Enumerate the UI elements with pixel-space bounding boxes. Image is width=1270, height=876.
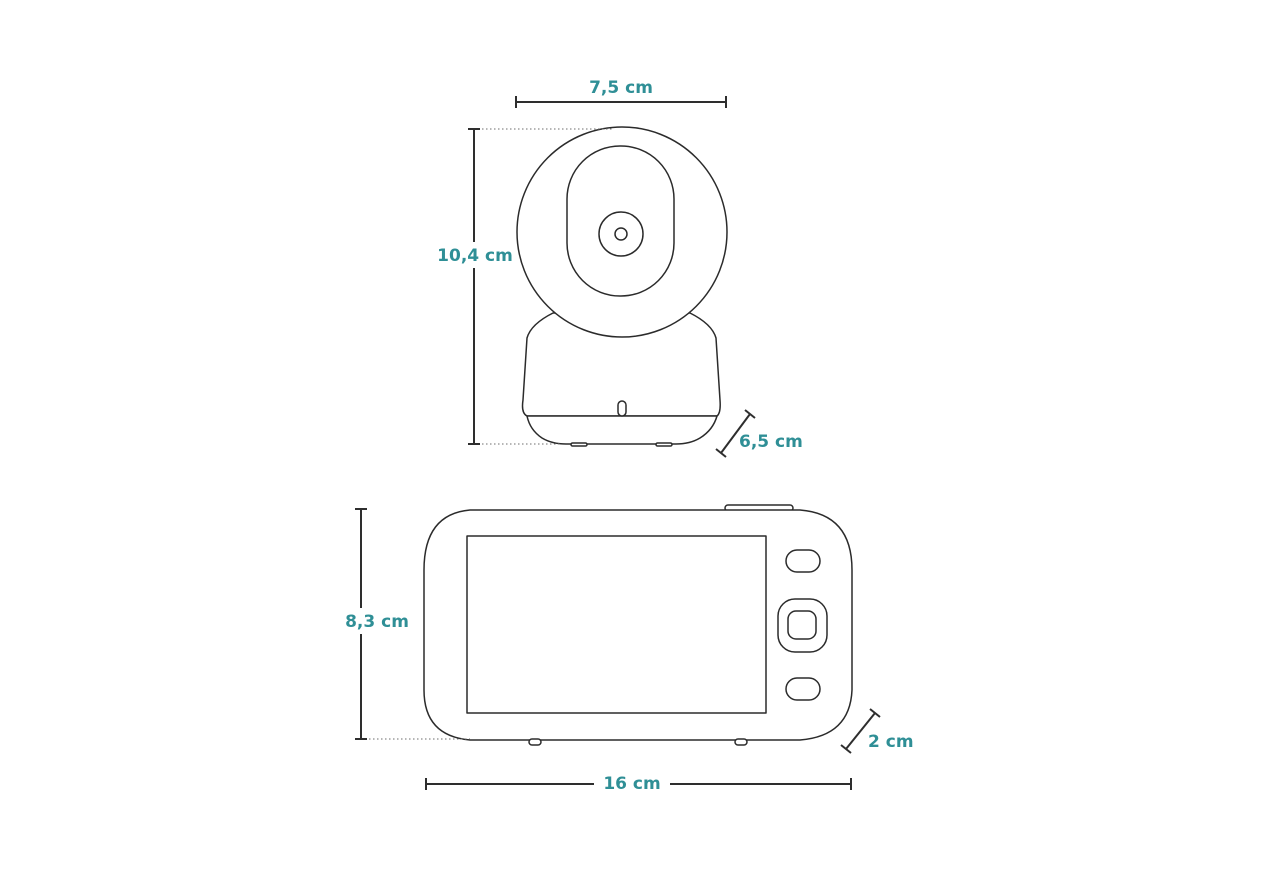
camera-illustration xyxy=(516,126,728,447)
monitor-illustration xyxy=(423,504,853,746)
camera-foot-nub-left xyxy=(570,442,588,447)
camera-lens-inner xyxy=(614,227,628,241)
camera-depth-label: 6,5 cm xyxy=(739,432,803,452)
monitor-dpad-center xyxy=(787,610,817,640)
camera-height-dimension: 10,4 cm xyxy=(436,128,612,445)
monitor-width-dimension: 16 cm xyxy=(425,771,852,795)
monitor-lower-button xyxy=(785,677,821,701)
camera-width-dimension: 7,5 cm xyxy=(515,76,727,108)
camera-port xyxy=(617,400,627,417)
camera-foot xyxy=(526,415,718,445)
monitor-foot-right xyxy=(734,738,748,746)
camera-height-label: 10,4 cm xyxy=(437,246,513,266)
monitor-upper-button xyxy=(785,549,821,573)
monitor-depth-dimension: 2 cm xyxy=(840,708,914,754)
monitor-screen xyxy=(466,535,767,714)
monitor-height-label: 8,3 cm xyxy=(345,612,409,632)
monitor-width-label: 16 cm xyxy=(603,774,660,794)
camera-foot-nub-right xyxy=(655,442,673,447)
monitor-height-dimension: 8,3 cm xyxy=(341,508,470,740)
monitor-depth-label: 2 cm xyxy=(868,732,914,752)
monitor-foot-left xyxy=(528,738,542,746)
camera-depth-dimension: 6,5 cm xyxy=(715,409,803,458)
camera-width-label: 7,5 cm xyxy=(589,78,653,98)
